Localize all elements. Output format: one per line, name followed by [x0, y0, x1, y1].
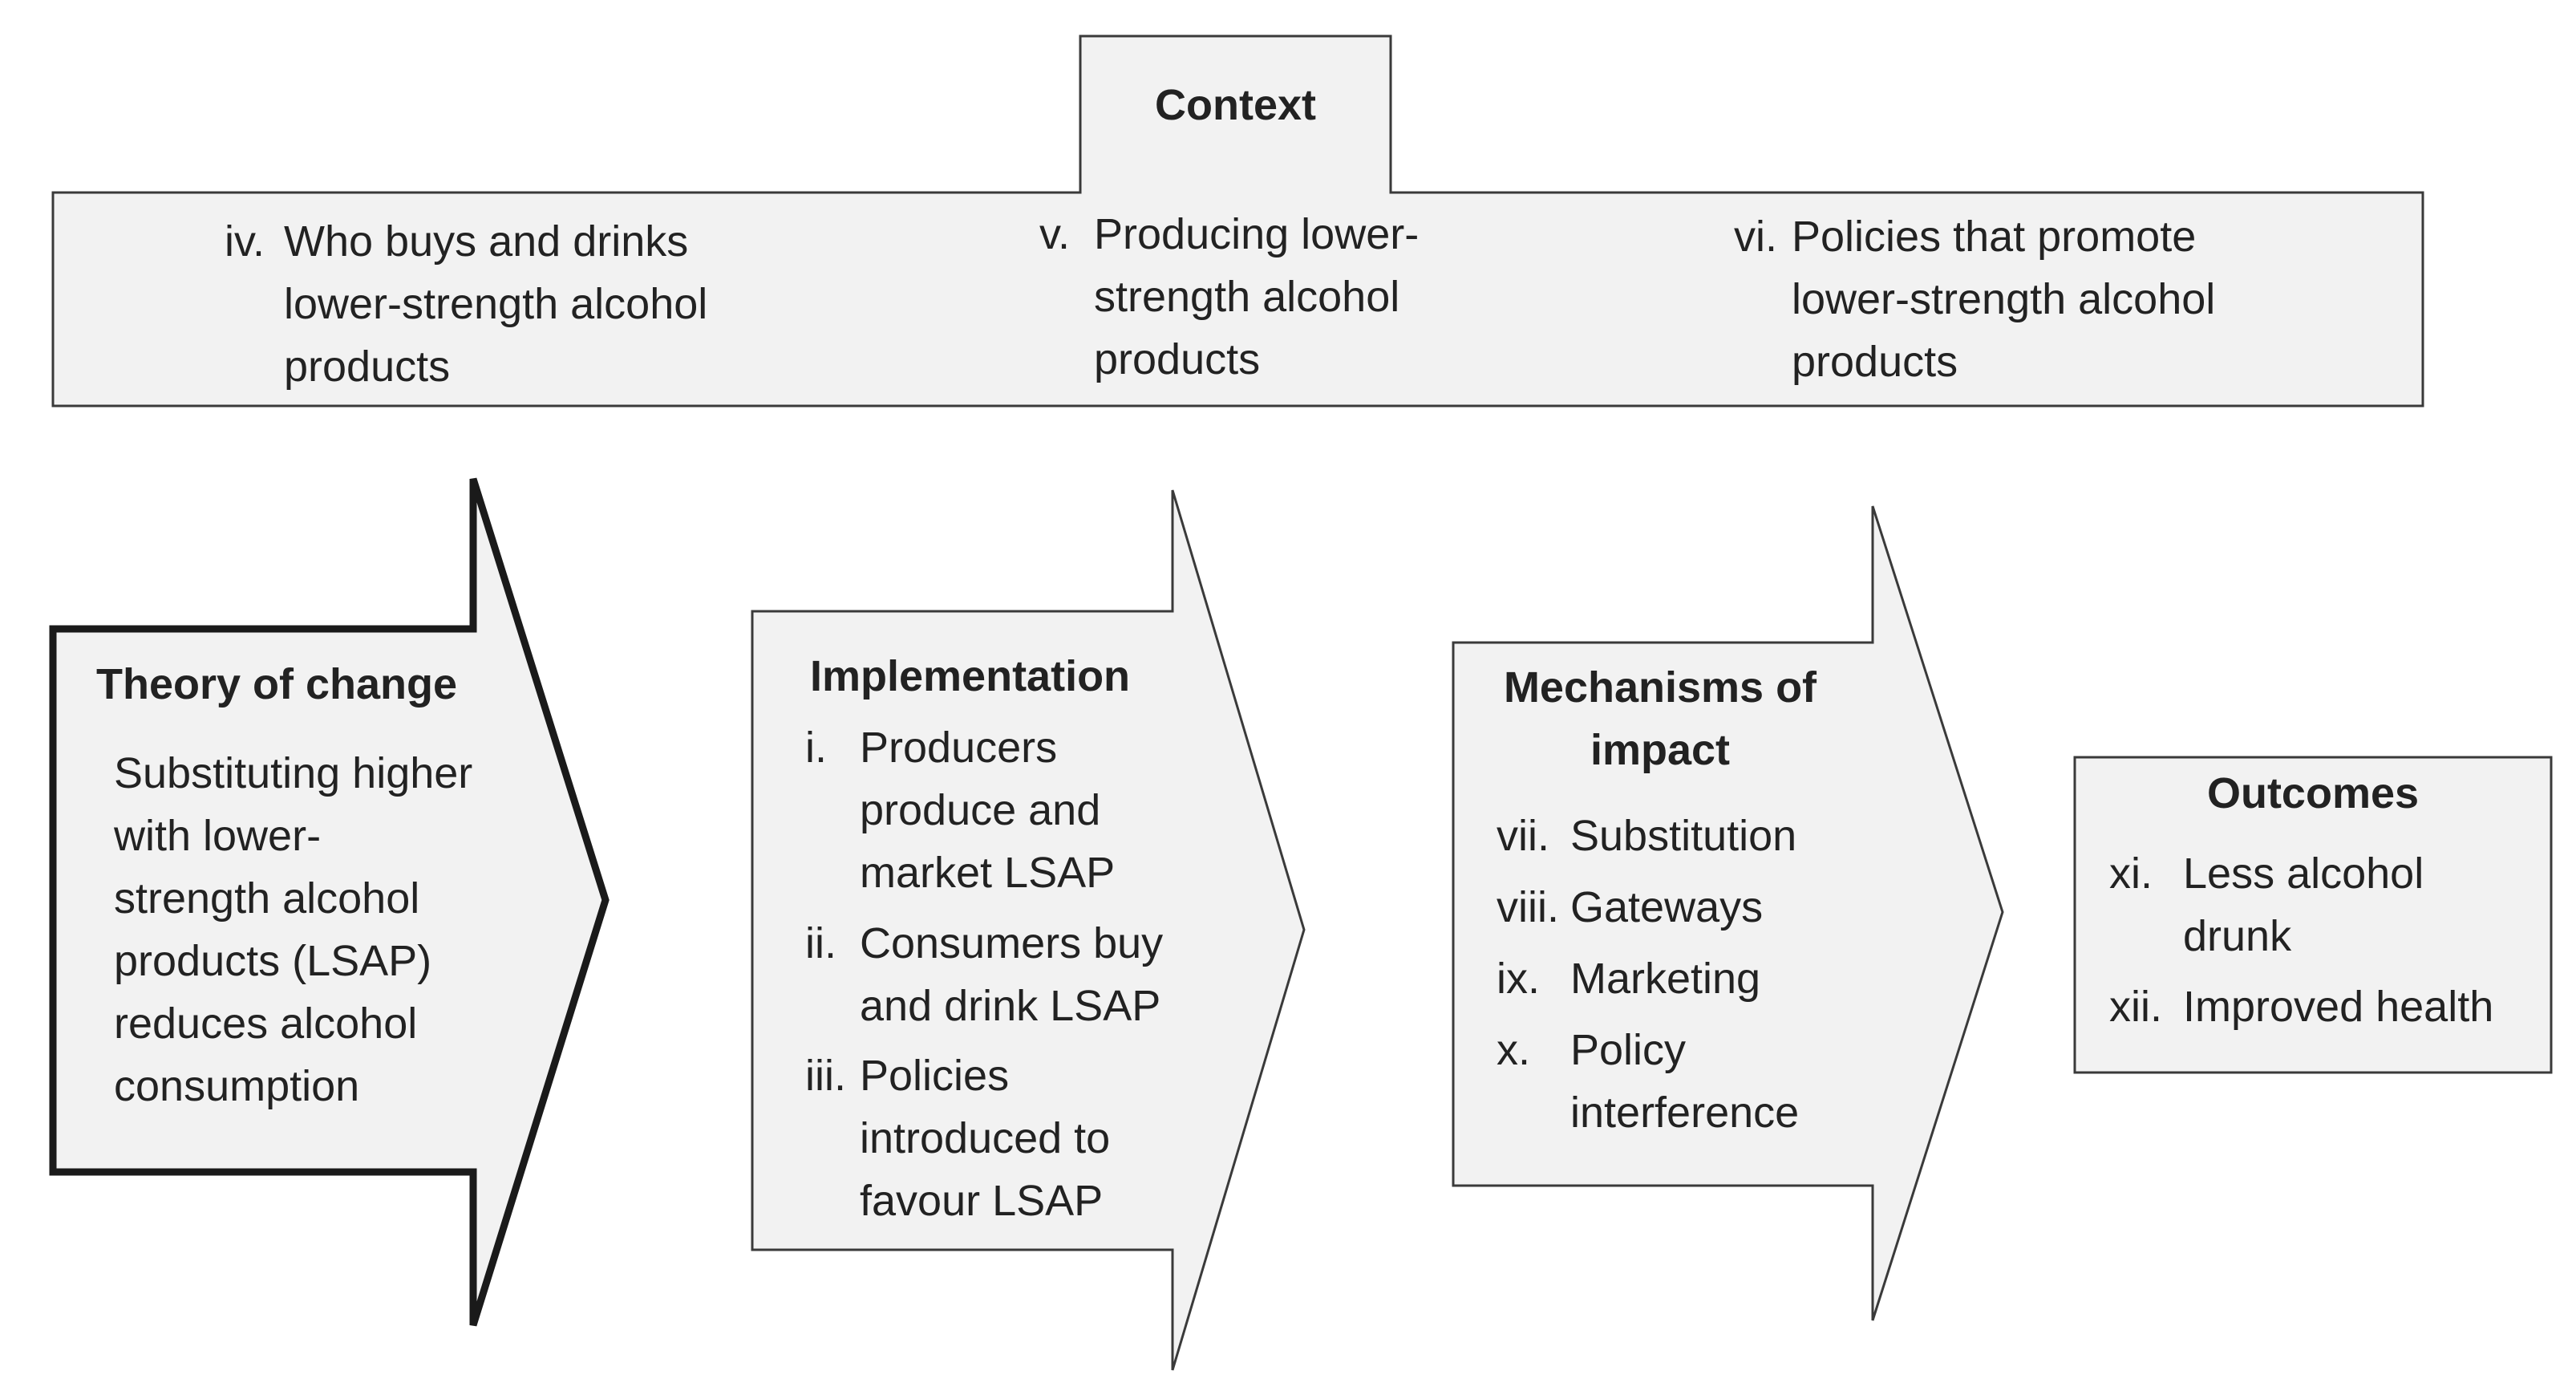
- implementation-item-ii-text: Consumers buy and drink LSAP: [860, 919, 1164, 1030]
- implementation-item-i-numeral: i.: [805, 724, 827, 772]
- context-item-v-text: Producing lower- strength alcohol produc…: [1094, 210, 1420, 383]
- implementation-item-iii: iii. Policies introduced to favour LSAP: [805, 1044, 1110, 1232]
- implementation-arrow: [751, 489, 1306, 1371]
- implementation-item-i-text: Producers produce and market LSAP: [860, 724, 1116, 897]
- mechanisms-item-x: x. Policy interference: [1497, 1019, 1799, 1144]
- mechanisms-item-vii: vii. Substitution: [1497, 805, 1796, 867]
- context-item-v-numeral: v.: [1039, 210, 1070, 258]
- mechanisms-item-ix: ix. Marketing: [1497, 947, 1760, 1010]
- context-item-vi-numeral: vi.: [1734, 213, 1777, 261]
- mechanisms-item-x-numeral: x.: [1497, 1026, 1531, 1074]
- mechanisms-item-viii-numeral: viii.: [1497, 883, 1559, 931]
- outcomes-item-xii-text: Improved health: [2183, 983, 2494, 1031]
- theory-of-change-title: Theory of change: [96, 660, 458, 708]
- context-title: Context: [1155, 81, 1316, 129]
- mechanisms-item-ix-numeral: ix.: [1497, 955, 1540, 1003]
- mechanisms-arrow: [1452, 505, 2004, 1321]
- outcomes-item-xii-numeral: xii.: [2109, 983, 2162, 1031]
- theory-of-change-arrow: [49, 477, 610, 1327]
- outcomes-item-xi-numeral: xi.: [2109, 850, 2153, 898]
- mechanisms-item-vii-numeral: vii.: [1497, 812, 1549, 860]
- implementation-item-ii: ii. Consumers buy and drink LSAP: [805, 912, 1163, 1037]
- context-item-vi: vi. Policies that promote lower-strength…: [1734, 205, 2215, 393]
- mechanisms-item-vii-text: Substitution: [1570, 812, 1797, 860]
- outcomes-item-xii: xii. Improved health: [2109, 975, 2493, 1038]
- theory-of-change-text: Substituting higher with lower- strength…: [114, 749, 473, 1110]
- context-item-iv-numeral: iv.: [225, 217, 265, 266]
- context-item-iv: iv. Who buys and drinks lower-strength a…: [225, 210, 707, 398]
- mechanisms-item-x-text: Policy interference: [1570, 1026, 1800, 1137]
- implementation-item-i: i. Producers produce and market LSAP: [805, 716, 1115, 904]
- outcomes-box: [2073, 756, 2553, 1074]
- outcomes-title: Outcomes: [2206, 769, 2420, 817]
- implementation-item-ii-numeral: ii.: [805, 919, 836, 967]
- mechanisms-item-ix-text: Marketing: [1570, 955, 1761, 1003]
- outcomes-item-xi-text: Less alcohol drunk: [2183, 850, 2424, 960]
- mechanisms-title: Mechanisms of impact: [1503, 663, 1817, 774]
- implementation-title: Implementation: [810, 652, 1131, 700]
- mechanisms-item-viii: viii. Gateways: [1497, 876, 1763, 939]
- mechanisms-item-viii-text: Gateways: [1570, 883, 1764, 931]
- implementation-item-iii-numeral: iii.: [805, 1052, 846, 1100]
- context-item-vi-text: Policies that promote lower-strength alc…: [1792, 213, 2216, 386]
- context-box: [51, 34, 2424, 408]
- context-item-v: v. Producing lower- strength alcohol pro…: [1039, 203, 1419, 391]
- implementation-item-iii-text: Policies introduced to favour LSAP: [860, 1052, 1111, 1225]
- outcomes-item-xi: xi. Less alcohol drunk: [2109, 842, 2424, 967]
- context-item-iv-text: Who buys and drinks lower-strength alcoh…: [284, 217, 708, 391]
